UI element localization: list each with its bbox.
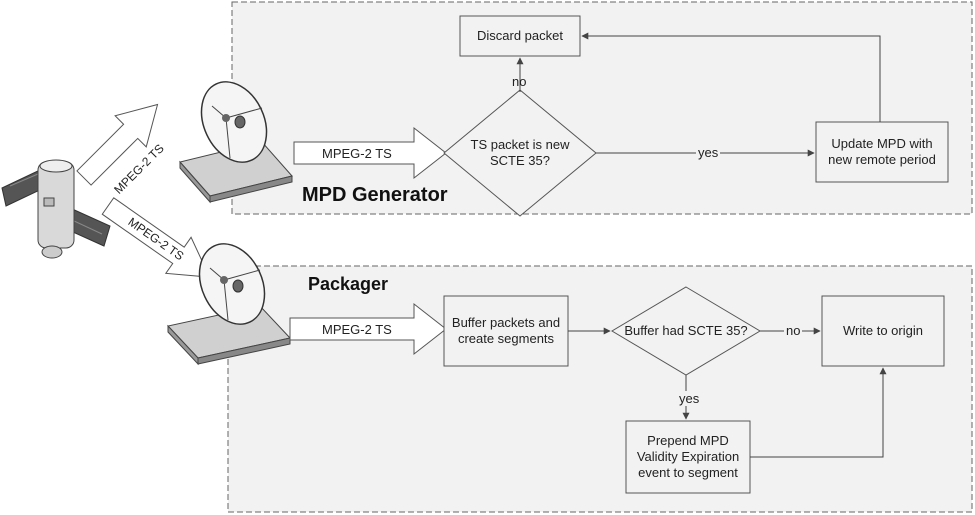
write-origin-label: Write to origin: [843, 323, 923, 338]
packager-input-arrow: [289, 302, 447, 356]
mpd-decision-diamond: [443, 89, 597, 217]
mpd-input-label: MPEG-2 TS: [322, 146, 392, 161]
buffer-packets-box: [443, 295, 569, 367]
prepend-mpd-box: [625, 420, 751, 494]
write-origin-box: [821, 295, 945, 367]
update-mpd-box: [815, 121, 949, 183]
packager-yes-label: yes: [677, 391, 702, 406]
satellite-dish-icon: [179, 81, 293, 204]
satellite-link-upper-arrow: [76, 103, 159, 186]
packager-title: Packager: [308, 274, 389, 294]
prepend-mpd-label: Prepend MPD Validity Expiration event to…: [636, 433, 740, 480]
discard-packet-label: Discard packet: [477, 28, 563, 43]
packager-decision-label: Buffer had SCTE 35?: [624, 323, 748, 338]
prepend-to-write-connector: [750, 367, 887, 458]
buffer-packets-label: Buffer packets and create segments: [451, 315, 561, 346]
discard-packet-box: [459, 15, 581, 57]
satellite-link-lower-arrow: [101, 197, 211, 278]
mpd-decision-label: TS packet is new SCTE 35?: [470, 137, 570, 168]
mpd-generator-title: MPD Generator: [302, 184, 448, 206]
mpd-no-label: no: [512, 74, 527, 89]
satellite-icon: [1, 159, 111, 259]
mpd-yes-label: yes: [696, 145, 721, 160]
mpd-input-arrow: [293, 126, 447, 180]
update-mpd-label: Update MPD with new remote period: [828, 136, 936, 167]
satellite-link-upper-label: MPEG-2 TS: [111, 141, 167, 197]
packager-no-label: no: [784, 323, 803, 338]
packager-input-label: MPEG-2 TS: [322, 322, 392, 337]
update-to-discard-connector: [581, 32, 881, 122]
satellite-dish-icon: [167, 243, 291, 366]
satellite-link-lower-label: MPEG-2 TS: [125, 214, 187, 264]
